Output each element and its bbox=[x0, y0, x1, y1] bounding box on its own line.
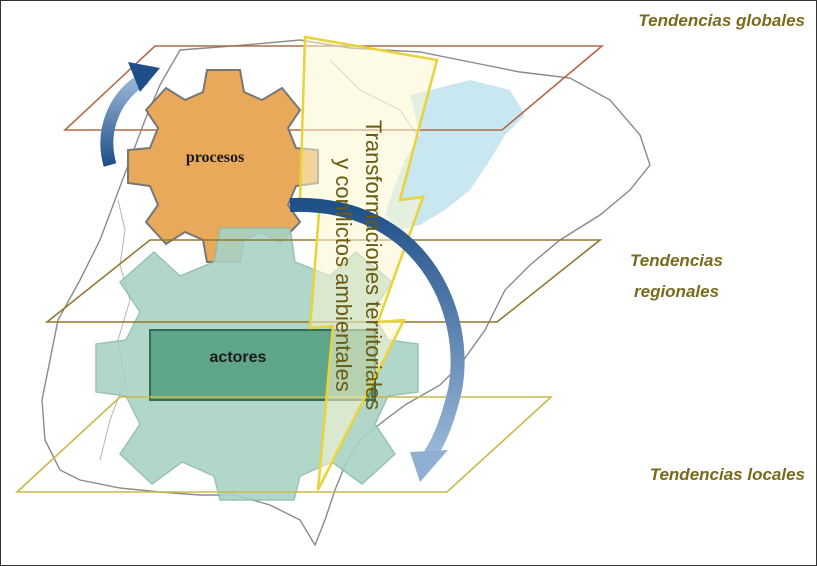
label-regional-line2: regionales bbox=[634, 282, 719, 301]
label-local: Tendencias locales bbox=[650, 465, 805, 484]
gear-processes-label: procesos bbox=[186, 149, 244, 166]
bolt-text-line2: y conflictos ambientales bbox=[331, 158, 356, 392]
cycle-arrow-right bbox=[289, 197, 465, 459]
bolt-text-line1: Transformaciones territoriales bbox=[361, 120, 386, 410]
label-regional-line1: Tendencias bbox=[630, 251, 723, 270]
cycle-arrow-right-head bbox=[410, 450, 448, 482]
gear-actors-label: actores bbox=[210, 349, 267, 366]
river-line bbox=[99, 199, 131, 461]
cycle-arrow-top-left-head bbox=[128, 62, 160, 92]
cycle-arrow-top-left bbox=[100, 72, 149, 167]
plane-local bbox=[14, 396, 554, 493]
label-global: Tendencias globales bbox=[638, 11, 805, 30]
gear-actors-inner bbox=[149, 329, 376, 401]
